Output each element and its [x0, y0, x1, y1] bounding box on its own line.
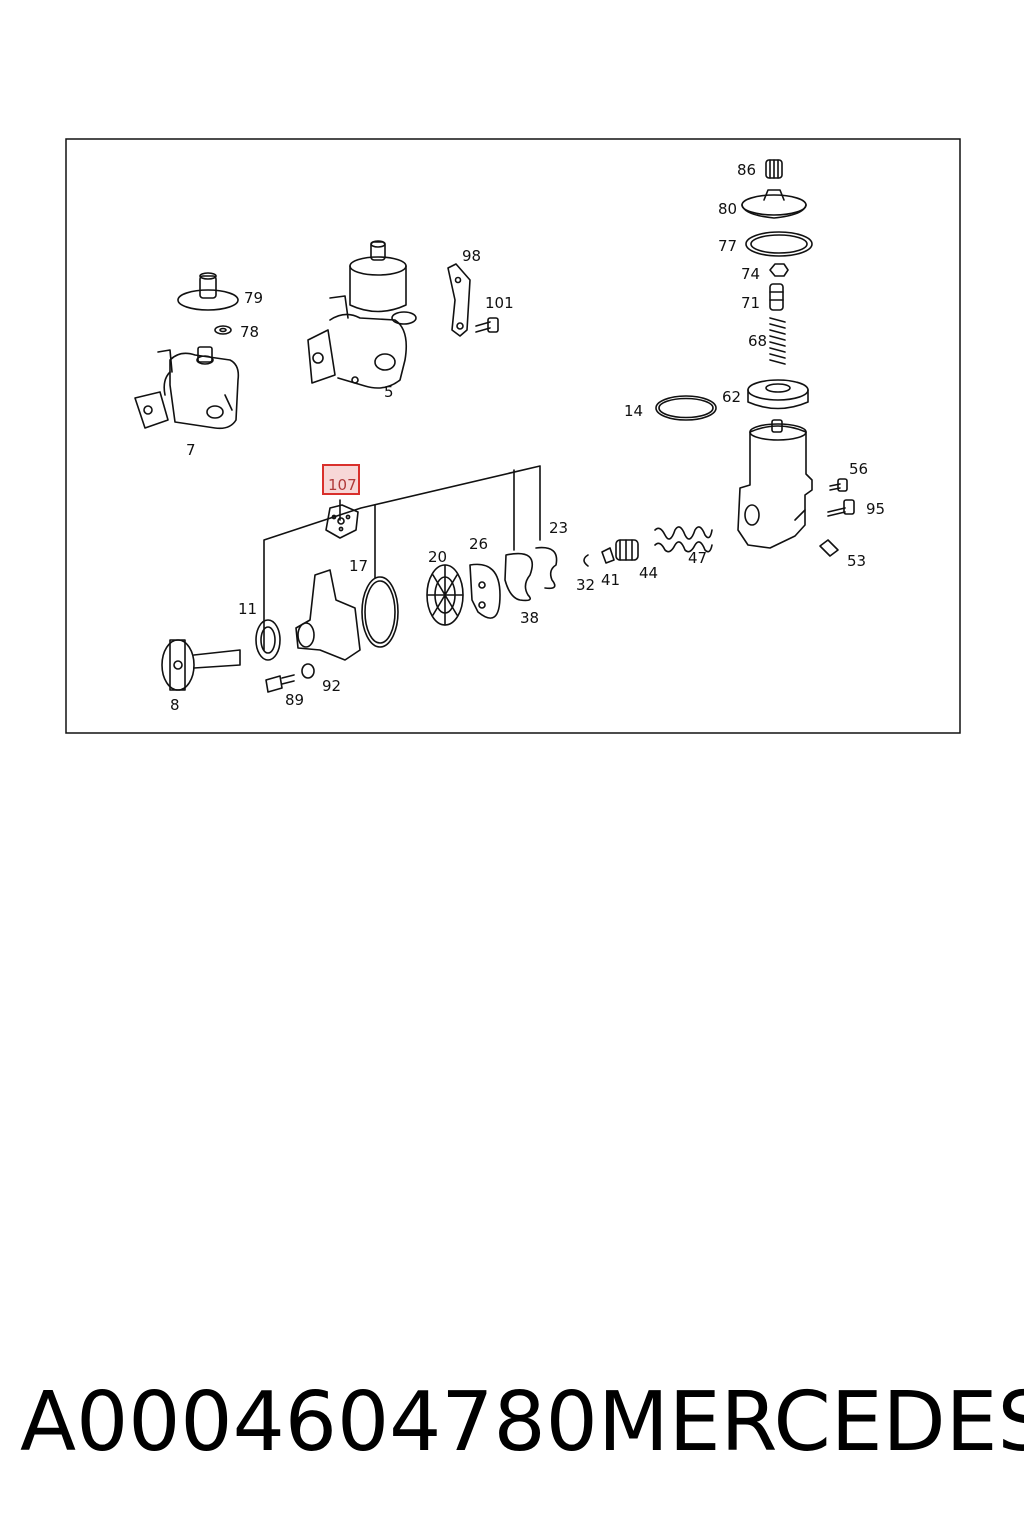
pump-7-drawing — [134, 272, 240, 430]
callout-53: 53 — [847, 552, 866, 570]
part-number: A0004604780 — [20, 1375, 598, 1470]
valve-housing-drawing — [737, 419, 855, 557]
callout-5: 5 — [384, 383, 394, 401]
callout-20: 20 — [428, 548, 447, 566]
brand-name: MERCEDES — [598, 1375, 1024, 1470]
callout-14: 14 — [624, 402, 643, 420]
highlighted-callout-107[interactable]: 107 — [322, 464, 360, 495]
callout-11: 11 — [238, 600, 257, 618]
callout-68: 68 — [748, 332, 767, 350]
pump-5-drawing — [307, 240, 417, 389]
callout-107: 107 — [328, 476, 357, 494]
bracket-98-drawing — [447, 263, 499, 337]
callout-41: 41 — [601, 571, 620, 589]
callout-71: 71 — [741, 294, 760, 312]
highlight-box — [322, 464, 360, 495]
callout-80: 80 — [718, 200, 737, 218]
callout-78: 78 — [240, 323, 259, 341]
diagram-border — [65, 138, 961, 734]
callout-23: 23 — [549, 519, 568, 537]
callout-89: 89 — [285, 691, 304, 709]
callout-7: 7 — [186, 441, 196, 459]
callout-38: 38 — [520, 609, 539, 627]
callout-17: 17 — [349, 557, 368, 575]
callout-77: 77 — [718, 237, 737, 255]
callout-86: 86 — [737, 161, 756, 179]
callout-74: 74 — [741, 265, 760, 283]
callout-56: 56 — [849, 460, 868, 478]
callout-62: 62 — [722, 388, 741, 406]
pump-internals-drawing — [161, 465, 713, 693]
callout-98: 98 — [462, 247, 481, 265]
callout-8: 8 — [170, 696, 180, 714]
callout-26: 26 — [469, 535, 488, 553]
reservoir-cap-parts-drawing — [655, 159, 813, 421]
parts-diagram: 86 80 77 74 71 68 62 14 79 78 7 98 101 5… — [65, 138, 961, 734]
callout-47: 47 — [688, 549, 707, 567]
callout-79: 79 — [244, 289, 263, 307]
callout-95: 95 — [866, 500, 885, 518]
callout-32: 32 — [576, 576, 595, 594]
callout-92: 92 — [322, 677, 341, 695]
callout-101: 101 — [485, 294, 514, 312]
callout-44: 44 — [639, 564, 658, 582]
